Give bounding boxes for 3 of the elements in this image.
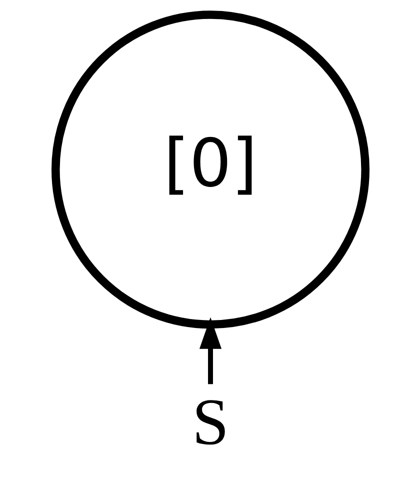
node-text: S: [192, 386, 228, 459]
arrow: [198, 317, 222, 384]
node-circle: [0]: [50, 10, 370, 329]
